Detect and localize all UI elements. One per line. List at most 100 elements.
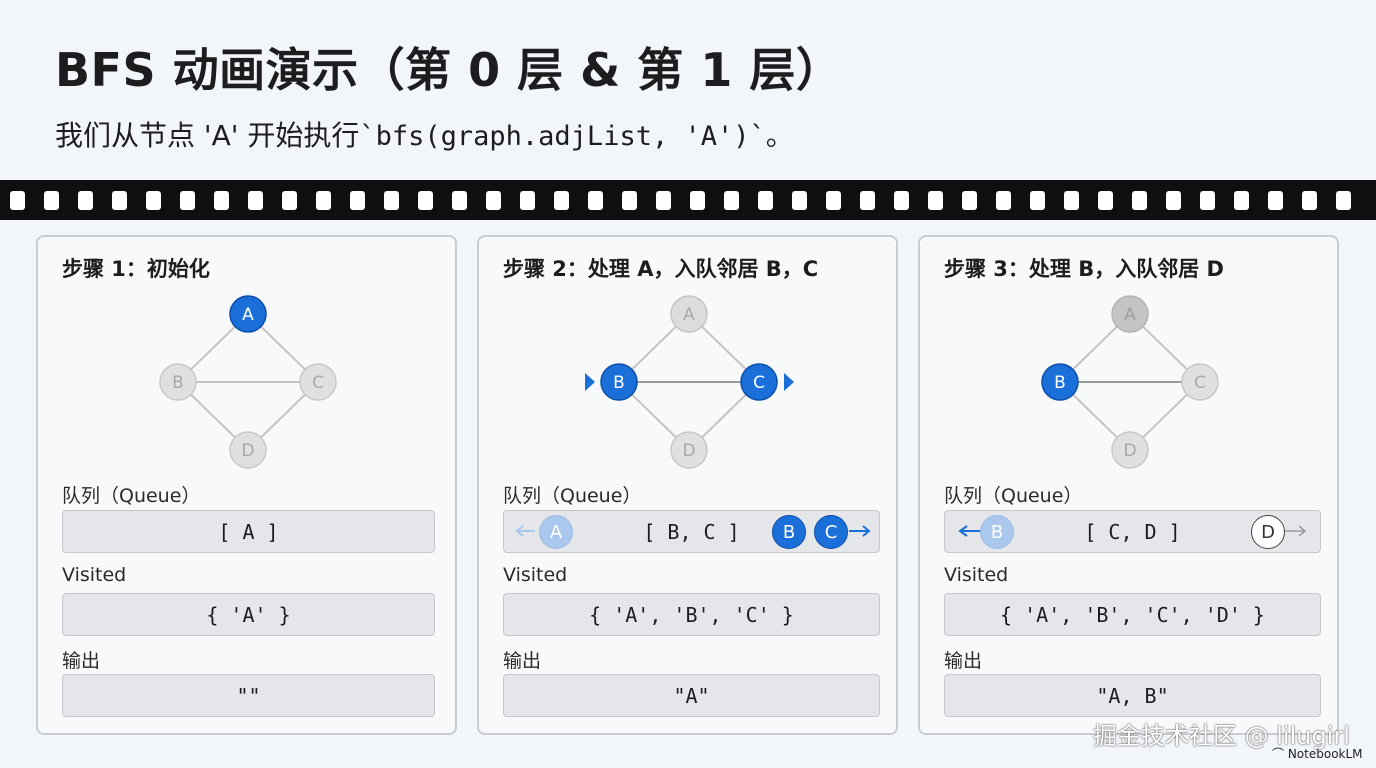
film-perforation	[180, 191, 195, 210]
film-strip-divider	[0, 180, 1376, 220]
film-perforation	[316, 191, 331, 210]
svg-text:A: A	[242, 305, 254, 325]
film-perforation	[656, 191, 671, 210]
visited-label: Visited	[944, 564, 1009, 586]
step-panel-1: 步骤 1：初始化 A B C D 队列（Queue） [ A ] Visited	[36, 235, 457, 735]
film-perforation	[350, 191, 365, 210]
node-a: A	[1111, 295, 1149, 333]
film-perforation	[622, 191, 637, 210]
visited-box: { 'A', 'B', 'C' }	[503, 593, 880, 636]
output-box: ""	[62, 674, 435, 717]
film-perforation	[894, 191, 909, 210]
visited-box: { 'A', 'B', 'C', 'D' }	[944, 593, 1321, 636]
graph-diagram: A B C D	[159, 295, 337, 469]
queue-label: 队列（Queue）	[503, 485, 642, 507]
graph-edges	[618, 313, 760, 451]
svg-text:B: B	[613, 373, 625, 393]
film-perforation	[78, 191, 93, 210]
film-perforation	[1064, 191, 1079, 210]
brand-name: NotebookLM	[1287, 747, 1363, 761]
node-c: C	[740, 363, 778, 401]
svg-text:C: C	[312, 373, 324, 393]
film-perforation	[792, 191, 807, 210]
film-perforation	[1336, 191, 1351, 210]
subtitle-code: `bfs(graph.adjList, 'A')`	[359, 121, 766, 152]
node-b: B	[159, 363, 197, 401]
film-perforation	[554, 191, 569, 210]
svg-text:B: B	[172, 373, 184, 393]
output-box: "A"	[503, 674, 880, 717]
film-perforation	[1098, 191, 1113, 210]
film-perforation	[690, 191, 705, 210]
output-label: 输出	[944, 650, 983, 672]
film-perforation	[826, 191, 841, 210]
node-c: C	[299, 363, 337, 401]
svg-text:C: C	[1194, 373, 1206, 393]
visited-value: { 'A' }	[206, 602, 291, 627]
queue-box: [ A ]	[62, 510, 435, 553]
film-perforation	[486, 191, 501, 210]
svg-text:A: A	[683, 305, 695, 325]
node-b: B	[600, 363, 638, 401]
dequeue-arrow-icon	[515, 525, 535, 537]
node-b: B	[1041, 363, 1079, 401]
enqueued-node: D	[1251, 515, 1285, 549]
film-perforation	[1234, 191, 1249, 210]
visited-value: { 'A', 'B', 'C', 'D' }	[1000, 602, 1265, 627]
film-perforation	[724, 191, 739, 210]
panel-title: 步骤 3：处理 B，入队邻居 D	[944, 257, 1224, 281]
visited-value: { 'A', 'B', 'C' }	[589, 602, 794, 627]
output-box: "A, B"	[944, 674, 1321, 717]
film-perforation	[1166, 191, 1181, 210]
dequeued-node: A	[539, 515, 573, 549]
visited-box: { 'A' }	[62, 593, 435, 636]
node-d: D	[1111, 431, 1149, 469]
graph-edges	[177, 313, 319, 451]
film-perforation	[1132, 191, 1147, 210]
page-title: BFS 动画演示（第 0 层 & 第 1 层）	[55, 43, 843, 97]
notebook-icon: ⌒	[1272, 747, 1288, 761]
enqueued-node: B	[772, 515, 806, 549]
svg-text:D: D	[682, 441, 695, 461]
graph-diagram: A B C D	[585, 295, 794, 469]
enqueued-node: C	[814, 515, 848, 549]
film-perforation	[418, 191, 433, 210]
enqueue-marker-icon	[585, 373, 595, 391]
subtitle-prefix: 我们从节点 'A' 开始执行	[55, 119, 360, 152]
step-panel-3: 步骤 3：处理 B，入队邻居 D A B C D 队列（Queue）	[918, 235, 1339, 735]
film-perforation	[146, 191, 161, 210]
enqueue-marker-icon	[784, 373, 794, 391]
film-perforation	[112, 191, 127, 210]
film-perforation	[248, 191, 263, 210]
node-a: A	[670, 295, 708, 333]
queue-box: B [ C, D ] D	[944, 510, 1321, 553]
output-label: 输出	[62, 650, 101, 672]
film-perforation	[452, 191, 467, 210]
subtitle-suffix: 。	[765, 119, 794, 152]
film-perforation	[1200, 191, 1215, 210]
graph-edges	[1059, 313, 1201, 451]
enqueue-arrow-icon	[849, 525, 871, 537]
svg-text:A: A	[1124, 305, 1136, 325]
queue-value: [ A ]	[218, 519, 279, 544]
output-label: 输出	[503, 650, 542, 672]
panel-title: 步骤 2：处理 A，入队邻居 B，C	[503, 257, 819, 281]
node-c: C	[1181, 363, 1219, 401]
node-a: A	[229, 295, 267, 333]
graph-diagram: A B C D	[1041, 295, 1219, 469]
film-perforation	[1268, 191, 1283, 210]
dequeued-node: B	[980, 515, 1014, 549]
film-perforation	[282, 191, 297, 210]
dequeue-arrow-icon	[958, 525, 981, 537]
output-value: "A"	[673, 683, 710, 708]
film-perforation	[962, 191, 977, 210]
brand-logo: ⌒ NotebookLM	[1272, 745, 1363, 762]
film-perforation	[996, 191, 1011, 210]
visited-label: Visited	[503, 564, 568, 586]
film-perforation	[1302, 191, 1317, 210]
queue-value: [ C, D ]	[1084, 519, 1181, 544]
enqueue-arrow-icon	[1285, 525, 1307, 537]
film-perforation	[10, 191, 25, 210]
film-perforation	[214, 191, 229, 210]
svg-text:B: B	[1054, 373, 1066, 393]
